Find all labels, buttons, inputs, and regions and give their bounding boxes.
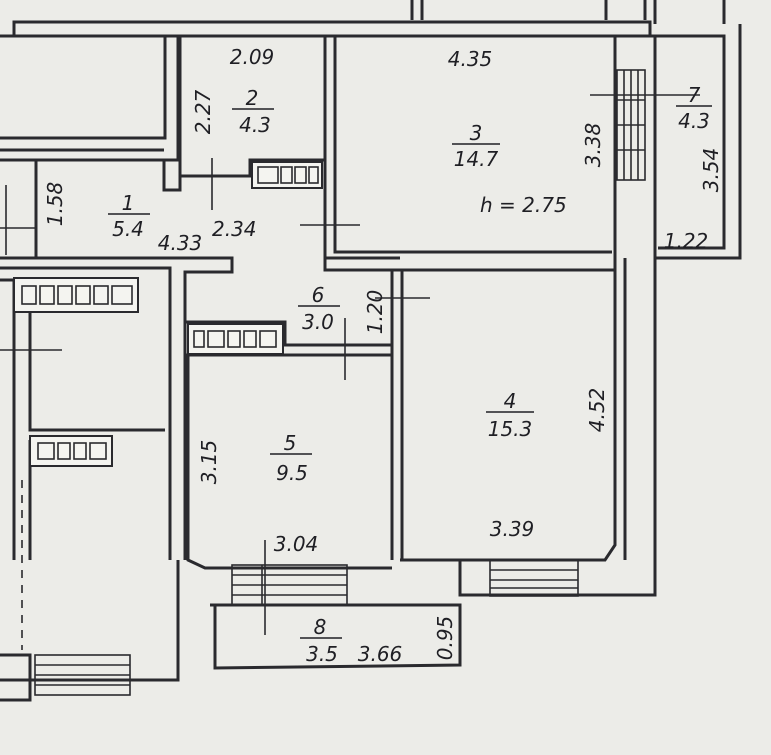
wall-room-3 — [323, 36, 617, 272]
svg-text:1: 1 — [122, 191, 135, 215]
dim-2-09: 2.09 — [230, 45, 275, 69]
dim-3-66: 3.66 — [358, 642, 403, 666]
walls — [0, 0, 742, 702]
dim-0-95: 0.95 — [433, 616, 457, 661]
svg-text:2: 2 — [246, 86, 259, 110]
wall-room-5 — [186, 355, 392, 570]
window-room-5 — [231, 564, 348, 606]
dim-1-20: 1.20 — [363, 290, 387, 335]
dim-4-35: 4.35 — [448, 47, 493, 71]
svg-text:4.3: 4.3 — [239, 113, 271, 137]
svg-text:3: 3 — [470, 121, 483, 145]
wall-upper-left-room — [0, 34, 167, 140]
room-label-6: 6 3.0 — [298, 283, 340, 334]
dim-3-15: 3.15 — [197, 440, 221, 485]
room-label-1: 1 5.4 — [108, 191, 150, 241]
window-room-3 — [616, 69, 646, 181]
svg-text:15.3: 15.3 — [488, 417, 533, 441]
dim-3-38: 3.38 — [581, 123, 605, 168]
radiator-room-6 — [187, 323, 284, 355]
room-label-8: 8 3.5 — [300, 615, 342, 666]
dim-1-22: 1.22 — [664, 229, 709, 253]
svg-text:14.7: 14.7 — [454, 147, 499, 171]
wall-room-7 — [615, 24, 742, 260]
svg-text:7: 7 — [688, 83, 701, 107]
windows — [34, 69, 646, 696]
window-room-4 — [489, 559, 579, 597]
wall-top-band — [12, 20, 652, 38]
radiator-left-top — [13, 277, 139, 313]
wall-room-1 — [0, 148, 234, 560]
dim-3-04: 3.04 — [274, 532, 319, 556]
wall-room-4-left — [390, 270, 404, 560]
svg-text:3.0: 3.0 — [302, 310, 334, 334]
svg-text:3.5: 3.5 — [306, 642, 338, 666]
room-label-4: 4 15.3 — [486, 389, 534, 441]
svg-text:5.4: 5.4 — [112, 217, 144, 241]
dim-3-54: 3.54 — [699, 148, 723, 193]
dim-3-39: 3.39 — [490, 517, 535, 541]
svg-text:8: 8 — [314, 615, 327, 639]
wall-lower-left — [0, 278, 165, 702]
svg-text:5: 5 — [284, 431, 297, 455]
dim-1-58: 1.58 — [43, 182, 67, 227]
dim-4-52: 4.52 — [585, 388, 609, 433]
radiator-room-2 — [251, 161, 323, 189]
door-marks — [0, 94, 700, 635]
svg-text:4.3: 4.3 — [678, 109, 710, 133]
svg-text:9.5: 9.5 — [276, 461, 308, 485]
radiators — [13, 161, 323, 467]
dim-4-33: 4.33 — [158, 231, 203, 255]
svg-text:4: 4 — [504, 389, 517, 413]
wall-top-stubs — [410, 0, 726, 24]
window-lower-left — [34, 654, 131, 696]
room-label-7: 7 4.3 — [676, 83, 712, 133]
radiator-left-bottom — [29, 435, 113, 467]
svg-text:6: 6 — [312, 283, 325, 307]
dim-2-34: 2.34 — [212, 217, 257, 241]
ceiling-height-label: h = 2.75 — [480, 193, 567, 217]
room-labels: 1 5.4 2 4.3 3 14.7 4 15.3 5 9.5 6 3.0 — [108, 83, 712, 666]
dimension-labels: 2.09 4.35 2.34 4.33 1.22 3.39 3.04 3.66 … — [43, 45, 723, 666]
dim-2-27: 2.27 — [191, 89, 215, 134]
room-label-2: 2 4.3 — [232, 86, 274, 137]
room-label-3: 3 14.7 — [452, 121, 500, 171]
room-label-5: 5 9.5 — [270, 431, 312, 485]
wall-room-8 — [0, 560, 462, 682]
